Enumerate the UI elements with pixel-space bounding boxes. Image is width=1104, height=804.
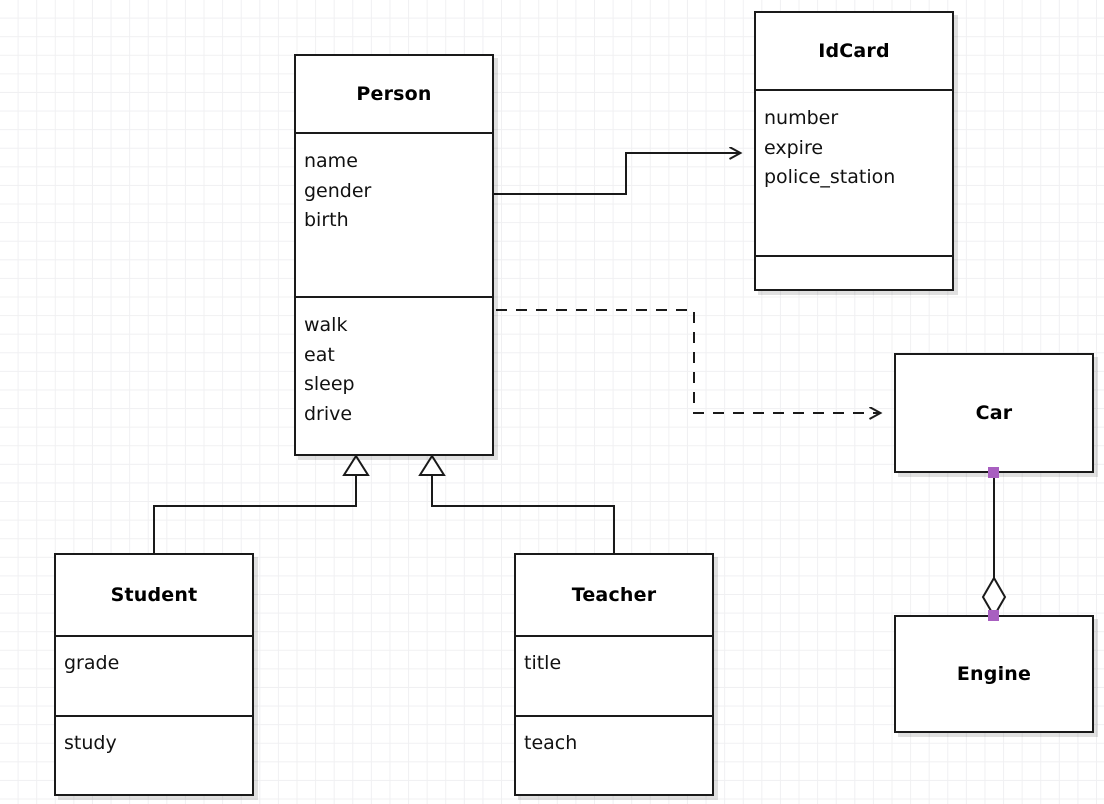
attributes-person: name gender birth bbox=[296, 132, 492, 296]
edge-student-person bbox=[153, 454, 370, 553]
class-box-student[interactable]: Student grade study bbox=[54, 553, 254, 796]
connection-handle-engine[interactable] bbox=[988, 610, 999, 621]
operations-idcard bbox=[756, 255, 952, 289]
class-name-idcard: IdCard bbox=[818, 40, 890, 62]
class-name-car: Car bbox=[975, 402, 1013, 424]
class-name-person: Person bbox=[356, 83, 432, 105]
operations-student: study bbox=[56, 715, 252, 794]
class-box-teacher[interactable]: Teacher title teach bbox=[514, 553, 714, 796]
class-name-student: Student bbox=[110, 584, 198, 606]
edge-teacher-person bbox=[418, 454, 615, 553]
operations-person: walk eat sleep drive bbox=[296, 296, 492, 454]
edge-car-engine bbox=[981, 473, 1007, 618]
class-box-person[interactable]: Person name gender birth walk eat sleep … bbox=[294, 54, 494, 456]
edge-person-idcard bbox=[494, 153, 740, 195]
class-name-teacher: Teacher bbox=[571, 584, 657, 606]
connection-handle-car[interactable] bbox=[988, 467, 999, 478]
class-box-car[interactable]: Car bbox=[894, 353, 1094, 473]
edge-person-car bbox=[496, 309, 880, 413]
class-box-engine[interactable]: Engine bbox=[894, 615, 1094, 733]
attributes-idcard: number expire police_station bbox=[756, 89, 952, 255]
attributes-student: grade bbox=[56, 635, 252, 715]
attributes-teacher: title bbox=[516, 635, 712, 715]
operations-teacher: teach bbox=[516, 715, 712, 794]
class-name-engine: Engine bbox=[956, 663, 1032, 685]
class-box-idcard[interactable]: IdCard number expire police_station bbox=[754, 11, 954, 291]
